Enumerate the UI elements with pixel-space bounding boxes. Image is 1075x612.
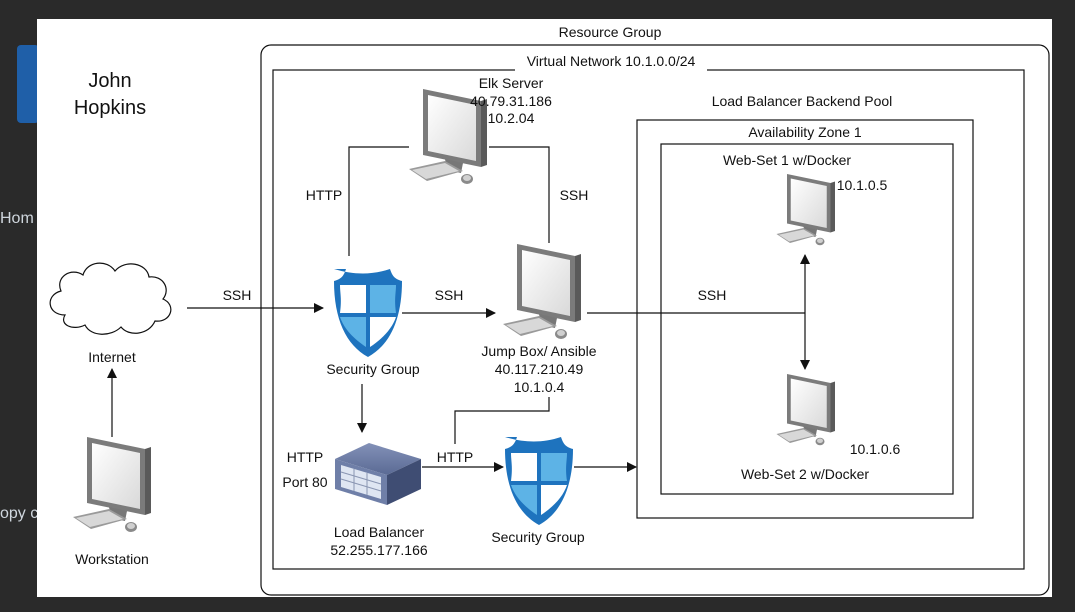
- workstation-monitor-icon: [73, 437, 151, 532]
- resource-group-box: [260, 44, 1050, 596]
- lb-name: Load Balancer: [334, 524, 425, 540]
- internet-label: Internet: [88, 349, 136, 365]
- security-group-2-shield-icon: [505, 437, 573, 525]
- edge-label-ssh-elk: SSH: [560, 187, 589, 203]
- diagram-title-line1: John: [88, 70, 131, 92]
- elk-server-ip1: 40.79.31.186: [470, 93, 552, 109]
- edge-label-http-elk: HTTP: [306, 187, 343, 203]
- load-balancer-icon: [335, 443, 421, 505]
- jumpbox-monitor-icon: [503, 244, 581, 339]
- security-group-1-label: Security Group: [326, 361, 420, 377]
- jumpbox-name: Jump Box/ Ansible: [481, 343, 596, 359]
- elk-server-name: Elk Server: [479, 75, 544, 91]
- elk-server-ip2: 10.2.04: [488, 110, 535, 126]
- cloud-icon: [49, 262, 172, 335]
- availability-zone-label: Availability Zone 1: [748, 124, 862, 140]
- web2-name: Web-Set 2 w/Docker: [741, 466, 869, 482]
- diagram-canvas: John Hopkins Resource Group Virtual Netw…: [37, 19, 1052, 597]
- lb-ip: 52.255.177.166: [330, 542, 428, 558]
- lb-backend-pool-label: Load Balancer Backend Pool: [712, 93, 893, 109]
- jumpbox-ip1: 40.117.210.49: [495, 361, 584, 377]
- virtual-network-label: Virtual Network 10.1.0.0/24: [527, 53, 696, 69]
- security-group-1-shield-icon: [334, 269, 402, 357]
- web1-name: Web-Set 1 w/Docker: [723, 152, 851, 168]
- web2-ip: 10.1.0.6: [850, 441, 901, 457]
- diagram-title-line2: Hopkins: [74, 97, 146, 119]
- edge-label-ssh-internet: SSH: [223, 287, 252, 303]
- web1-ip: 10.1.0.5: [837, 177, 888, 193]
- availability-zone-box: [660, 143, 954, 495]
- background-app-tile: [17, 45, 39, 123]
- virtual-network-label-bg: [515, 53, 707, 71]
- resource-group-label: Resource Group: [559, 24, 662, 40]
- lb-http-label: HTTP: [287, 449, 324, 465]
- line-elk-jumpbox: [489, 146, 550, 243]
- network-diagram: John Hopkins Resource Group Virtual Netw…: [49, 24, 1050, 596]
- line-sg1-elk: [348, 146, 409, 256]
- edge-label-http-lb: HTTP: [437, 449, 474, 465]
- jumpbox-ip2: 10.1.0.4: [514, 379, 565, 395]
- background-copy-text: opy c: [0, 505, 39, 522]
- lb-backend-pool-box: [636, 119, 974, 519]
- background-home-text: Hom: [0, 210, 34, 227]
- edge-label-ssh-web: SSH: [698, 287, 727, 303]
- web1-monitor-icon: [776, 174, 835, 246]
- web2-monitor-icon: [776, 374, 835, 446]
- lb-port-label: Port 80: [282, 474, 327, 490]
- line-lb-jumpbox: [454, 397, 550, 444]
- security-group-2-label: Security Group: [491, 529, 585, 545]
- workstation-label: Workstation: [75, 551, 149, 567]
- edge-label-ssh-jumpbox: SSH: [435, 287, 464, 303]
